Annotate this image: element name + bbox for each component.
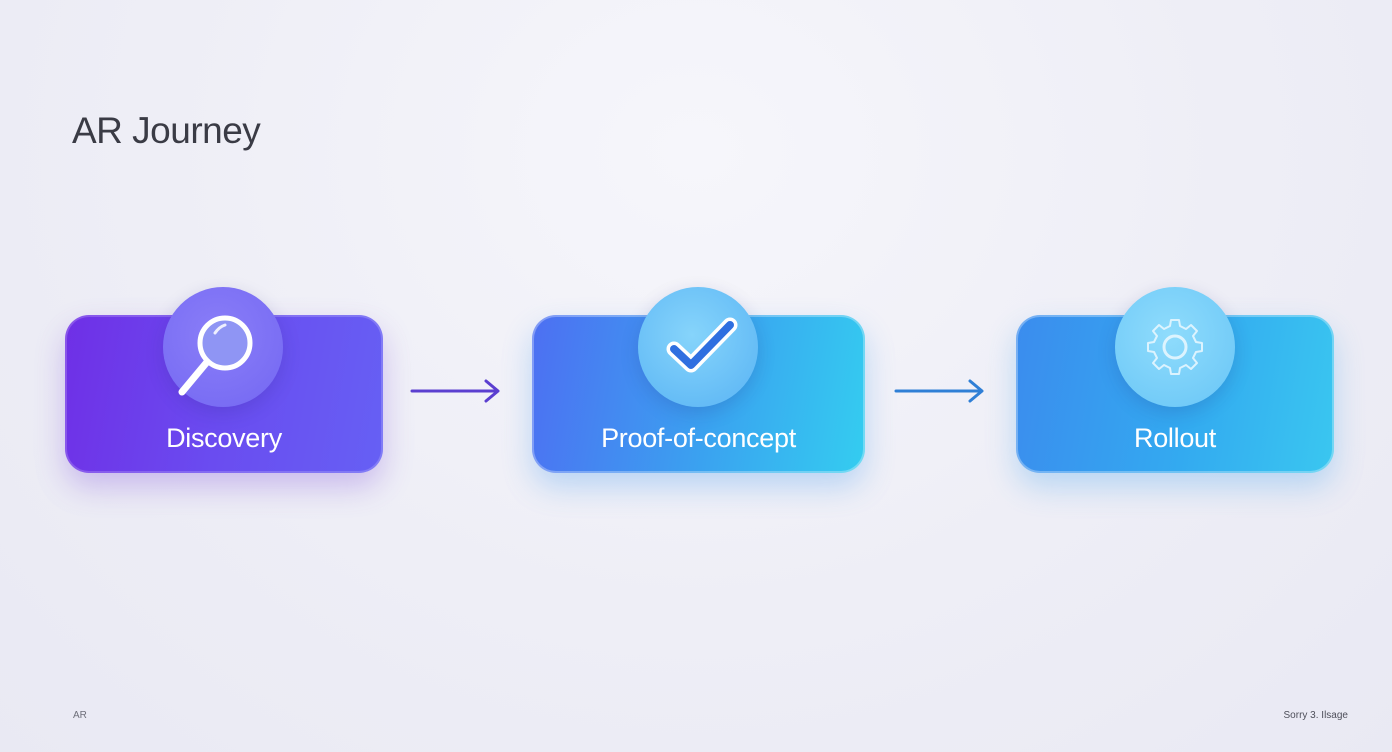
stage-rollout-badge (1115, 287, 1235, 407)
checkmark-icon (666, 317, 738, 373)
footer-right-text: Sorry 3. Ilsage (1283, 710, 1348, 721)
stage-proof-of-concept-label: Proof-of-concept (601, 423, 796, 453)
arrow-right-icon (894, 379, 984, 403)
stage-rollout[interactable]: Rollout (1016, 287, 1334, 473)
footer-left-text: AR (73, 710, 87, 721)
page-title: AR Journey (72, 110, 261, 151)
arrow-right-icon (410, 379, 500, 403)
stage-discovery-badge (163, 287, 283, 407)
stage-discovery[interactable]: Discovery (65, 287, 383, 473)
stage-proof-of-concept-badge (638, 287, 758, 407)
stage-proof-of-concept[interactable]: Proof-of-concept (532, 287, 865, 473)
gear-icon (1147, 319, 1203, 375)
magnifier-icon (178, 315, 253, 396)
stage-discovery-label: Discovery (166, 423, 282, 453)
stage-rollout-label: Rollout (1134, 423, 1216, 453)
